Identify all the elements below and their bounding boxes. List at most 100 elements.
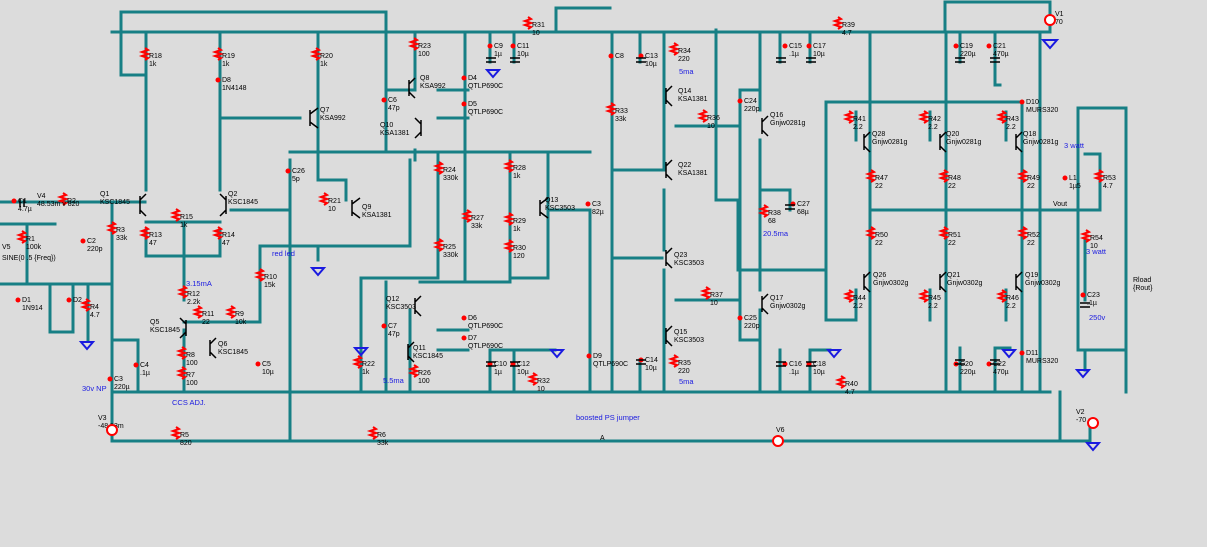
component-ref-label: R13 bbox=[149, 232, 162, 239]
diode-icon bbox=[215, 77, 221, 83]
component-ref-label: Q17 bbox=[770, 295, 783, 302]
component-value-label: 1k bbox=[320, 61, 328, 68]
component-value-label: 47p bbox=[388, 331, 400, 338]
component-value-label: 220 bbox=[678, 368, 690, 375]
component-value-label: 82µ bbox=[592, 209, 604, 216]
component-value-label: 33k bbox=[116, 235, 128, 242]
node-marker-icon bbox=[608, 53, 614, 59]
node-marker-icon bbox=[80, 238, 86, 244]
component-ref-label: R8 bbox=[186, 352, 195, 359]
component-ref-label: Q12 bbox=[386, 296, 399, 303]
component-value-label: -70 bbox=[1076, 417, 1086, 424]
component-ref-label: C3 bbox=[114, 376, 123, 383]
resistor-icon bbox=[842, 110, 856, 124]
resistor-icon bbox=[56, 192, 70, 206]
node-marker-icon bbox=[1080, 292, 1086, 298]
component-ref-label: R4 bbox=[90, 304, 99, 311]
component-ref-label: R41 bbox=[853, 116, 866, 123]
component-ref-label: C17 bbox=[813, 43, 826, 50]
resistor-icon bbox=[502, 159, 516, 173]
wires bbox=[0, 0, 1128, 443]
component-value-label: .1µ bbox=[789, 51, 799, 58]
resistor-icon bbox=[407, 37, 421, 51]
component-value-label: 1µ bbox=[494, 51, 502, 58]
component-value-label: KSC1845 bbox=[218, 349, 248, 356]
component-ref-label: R38 bbox=[768, 210, 781, 217]
component-ref-label: D10 bbox=[1026, 99, 1039, 106]
component-sine: SINE(0 .5 {Freq}) bbox=[2, 255, 56, 262]
component-ref-label: C5 bbox=[262, 361, 271, 368]
component-value-label: Gnjw0281g bbox=[770, 120, 806, 127]
node-marker-icon bbox=[1062, 175, 1068, 181]
transistor-icon bbox=[665, 159, 673, 181]
node-marker-icon bbox=[255, 361, 261, 367]
ground-icon bbox=[78, 341, 96, 351]
component-value-label: 68µ bbox=[797, 209, 809, 216]
capacitor-icon bbox=[1080, 302, 1090, 308]
diode-icon bbox=[1019, 350, 1025, 356]
node-marker-icon bbox=[285, 168, 291, 174]
component-value-label: 1k bbox=[362, 369, 370, 376]
component-ref-label: R7 bbox=[186, 372, 195, 379]
component-ref-label: C8 bbox=[615, 53, 624, 60]
component-ref-label: C16 bbox=[789, 361, 802, 368]
resistor-icon bbox=[937, 226, 951, 240]
component-ref-label: A bbox=[600, 435, 605, 442]
component-ref-label: R51 bbox=[948, 232, 961, 239]
transistor-icon bbox=[219, 193, 227, 217]
node-marker-icon bbox=[107, 376, 113, 382]
node-marker-icon bbox=[487, 43, 493, 49]
component-ref-label: C3 bbox=[592, 201, 601, 208]
capacitor-icon bbox=[19, 199, 25, 207]
component-value-label: 33k bbox=[471, 223, 483, 230]
transistor-icon bbox=[1015, 131, 1023, 153]
resistor-icon bbox=[253, 268, 267, 282]
component-value-label: .1µ bbox=[140, 370, 150, 377]
component-value-label: 48.53m v 820 bbox=[37, 201, 80, 208]
component-value-label: 1N914 bbox=[22, 305, 43, 312]
component-ref-label: R34 bbox=[678, 48, 691, 55]
annotation-a11: CCS ADJ. bbox=[172, 398, 206, 407]
component-value-label: Gnjw0302g bbox=[770, 303, 806, 310]
component-ref-label: C14 bbox=[645, 357, 658, 364]
resistor-icon bbox=[995, 289, 1009, 303]
component-value-label: 10 bbox=[710, 300, 718, 307]
component-c4: C4.1µ bbox=[140, 362, 150, 377]
component-ref-label: R22 bbox=[362, 361, 375, 368]
component-ref-label: C27 bbox=[797, 201, 810, 208]
component-value-label: KSC1845 bbox=[150, 327, 180, 334]
transistor-icon bbox=[863, 271, 871, 293]
resistor-icon bbox=[309, 47, 323, 61]
annotation-a2: 3 watt bbox=[1064, 141, 1085, 150]
transistor-icon bbox=[1015, 271, 1023, 293]
capacitor-icon bbox=[806, 57, 816, 63]
resistor-icon bbox=[995, 110, 1009, 124]
diode-icon bbox=[15, 297, 21, 303]
component-value-label: 470µ bbox=[993, 51, 1009, 58]
component-ref-label: R30 bbox=[513, 245, 526, 252]
resistor-icon bbox=[1016, 226, 1030, 240]
